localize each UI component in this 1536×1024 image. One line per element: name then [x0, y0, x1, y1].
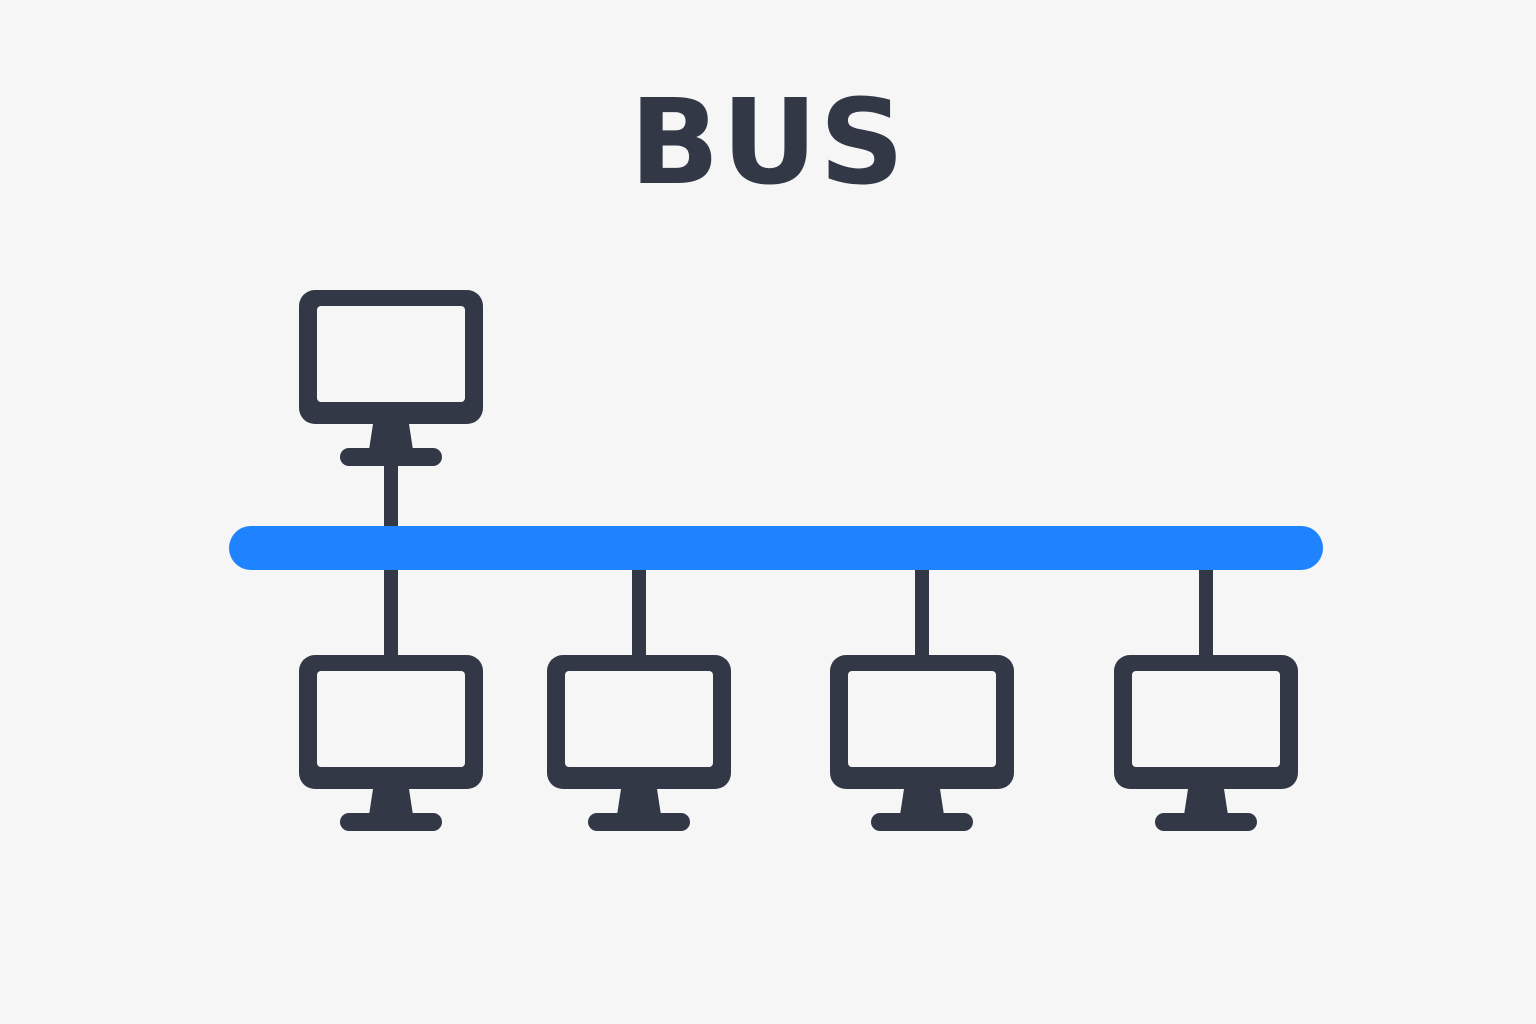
monitor-screen [848, 671, 996, 767]
computer-icon-2 [547, 655, 731, 831]
monitor-base [340, 813, 442, 831]
monitor-screen [317, 671, 465, 767]
diagram-title: BUS [629, 73, 907, 211]
monitor-base [1155, 813, 1257, 831]
computer-icon-3 [830, 655, 1014, 831]
monitor-base [871, 813, 973, 831]
computer-icon-top [299, 290, 483, 466]
monitor-neck [900, 789, 944, 815]
monitor-screen [565, 671, 713, 767]
computer-icon-4 [1114, 655, 1298, 831]
monitor-base [588, 813, 690, 831]
monitor-neck [617, 789, 661, 815]
monitor-neck [369, 789, 413, 815]
monitor-neck [369, 424, 413, 450]
monitor-base [340, 448, 442, 466]
monitor-screen [1132, 671, 1280, 767]
monitor-neck [1184, 789, 1228, 815]
computer-icon-1 [299, 655, 483, 831]
monitor-screen [317, 306, 465, 402]
